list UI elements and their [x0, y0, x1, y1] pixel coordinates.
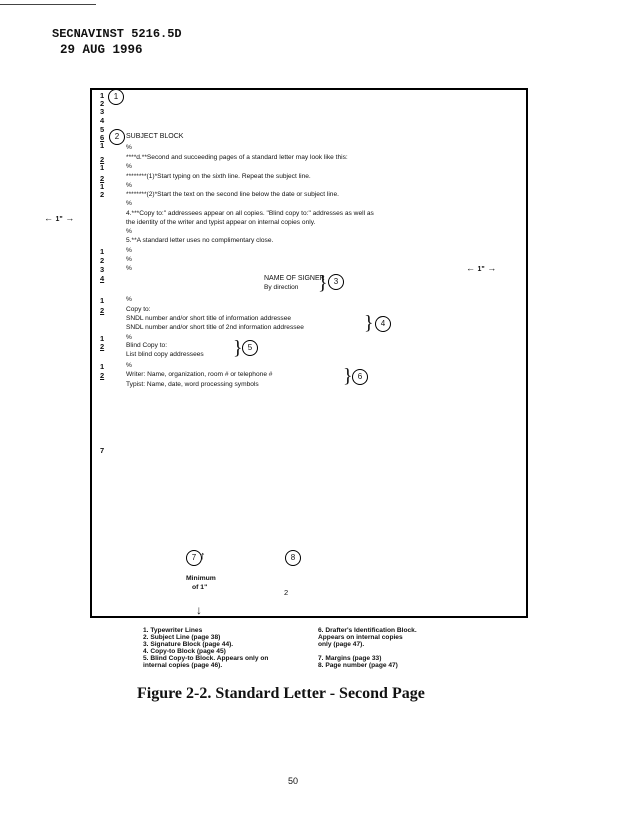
signer-authority: By direction [264, 284, 299, 291]
minimum-label: Minimum [186, 575, 216, 582]
legend-item: 7. Margins (page 33) [318, 655, 382, 662]
top-rule [0, 4, 96, 5]
line-number: 4 [100, 116, 105, 125]
line-number: 3 [100, 107, 105, 116]
typist-line: Typist: Name, date, word processing symb… [126, 381, 259, 388]
body-line: ********(1)*Start typing on the sixth li… [126, 173, 311, 180]
directive-number: SECNAVINST 5216.5D [52, 27, 182, 41]
marker-5: 5 [242, 340, 258, 356]
letter-frame [90, 88, 528, 618]
line-number: 1 [100, 296, 105, 305]
line-number: 1 [100, 334, 105, 343]
marker-2: 2 [109, 129, 125, 145]
signer-name: NAME OF SIGNER [264, 275, 325, 282]
line-number: 1 [100, 362, 105, 371]
figure-caption: Figure 2-2. Standard Letter - Second Pag… [137, 685, 425, 702]
body-line: 5.**A standard letter uses no compliment… [126, 237, 274, 244]
page-folio: 50 [288, 776, 299, 786]
blank-line-marker: % [126, 256, 132, 263]
line-number: 1 [100, 141, 105, 150]
marker-7: 7 [186, 550, 202, 566]
left-margin-label: 1" [55, 216, 63, 223]
blank-line-marker: % [126, 182, 132, 189]
line-number: 1 [100, 163, 105, 172]
legend-item: 6. Drafter's Identification Block. [318, 627, 417, 634]
letter-page-number: 2 [284, 588, 289, 597]
blank-line-marker: % [126, 265, 132, 272]
arrow-right-icon: → [65, 213, 75, 223]
blank-line-marker: % [126, 362, 132, 369]
directive-date: 29 AUG 1996 [60, 43, 143, 57]
blind-copy-brace: } [233, 337, 243, 359]
signature-brace: } [318, 272, 328, 294]
line-number: 5 [100, 125, 105, 134]
body-line: the identity of the writer and typist ap… [126, 219, 316, 226]
copy-addressee: SNDL number and/or short title of inform… [126, 315, 292, 322]
blank-line-marker: % [126, 228, 132, 235]
line-number: 1 [100, 182, 105, 191]
legend-item: 4. Copy-to Block (page 45) [143, 648, 226, 655]
line-number: 7 [100, 446, 105, 455]
marker-4: 4 [375, 316, 391, 332]
line-number: 2 [100, 306, 105, 315]
blind-copy-label: Blind Copy to: [126, 342, 168, 349]
right-margin-indicator: ← 1" → [466, 263, 496, 273]
legend-item: 1. Typewriter Lines [143, 627, 203, 634]
line-number: 2 [100, 371, 105, 380]
blank-line-marker: % [126, 144, 132, 151]
copy-to-brace: } [364, 312, 374, 334]
legend-item: 3. Signature Block (page 44). [143, 641, 234, 648]
line-number: 4 [100, 274, 105, 283]
line-number: 2 [100, 174, 105, 183]
line-number: 2 [100, 342, 105, 351]
body-line: ****d.**Second and succeeding pages of a… [126, 154, 348, 161]
arrow-right-icon: → [487, 263, 497, 273]
arrow-down-icon: ↓ [196, 603, 202, 617]
writer-line: Writer: Name, organization, room # or te… [126, 371, 273, 378]
copy-addressee: SNDL number and/or short title of 2nd in… [126, 324, 304, 331]
line-number: 2 [100, 155, 105, 164]
body-line: ********(2)*Start the text on the second… [126, 191, 339, 198]
marker-6: 6 [352, 369, 368, 385]
blank-line-marker: % [126, 296, 132, 303]
legend-item: only (page 47). [318, 641, 365, 648]
line-number: 2 [100, 99, 105, 108]
blank-line-marker: % [126, 163, 132, 170]
blind-copy-addressee: List blind copy addressees [126, 351, 204, 358]
marker-3: 3 [328, 274, 344, 290]
drafter-brace: } [343, 365, 353, 387]
line-number: 1 [100, 91, 105, 100]
copy-to-label: Copy to: [126, 306, 151, 313]
minimum-value: of 1" [192, 584, 208, 591]
legend-item: 8. Page number (page 47) [318, 662, 398, 669]
line-number: 1 [100, 247, 105, 256]
legend-item: 2. Subject Line (page 38) [143, 634, 221, 641]
line-number: 3 [100, 265, 105, 274]
marker-8: 8 [285, 550, 301, 566]
legend-item: internal copies (page 46). [143, 662, 223, 669]
arrow-left-icon: ← [466, 263, 475, 273]
subject-block: SUBJECT BLOCK [126, 133, 184, 140]
left-margin-indicator: ← 1" → [44, 213, 74, 223]
arrow-left-icon: ← [44, 213, 53, 223]
blank-line-marker: % [126, 334, 132, 341]
arrow-up-icon: ↑ [200, 550, 206, 562]
marker-1: 1 [108, 89, 124, 105]
line-number: 2 [100, 256, 105, 265]
body-line: 4.***Copy to:" addressees appear on all … [126, 210, 374, 217]
blank-line-marker: % [126, 200, 132, 207]
legend-item: 5. Blind Copy-to Block. Appears only on [143, 655, 269, 662]
right-margin-label: 1" [477, 266, 485, 273]
legend-item: Appears on internal copies [318, 634, 403, 641]
line-number: 2 [100, 190, 105, 199]
blank-line-marker: % [126, 247, 132, 254]
line-number: 6 [100, 133, 105, 142]
